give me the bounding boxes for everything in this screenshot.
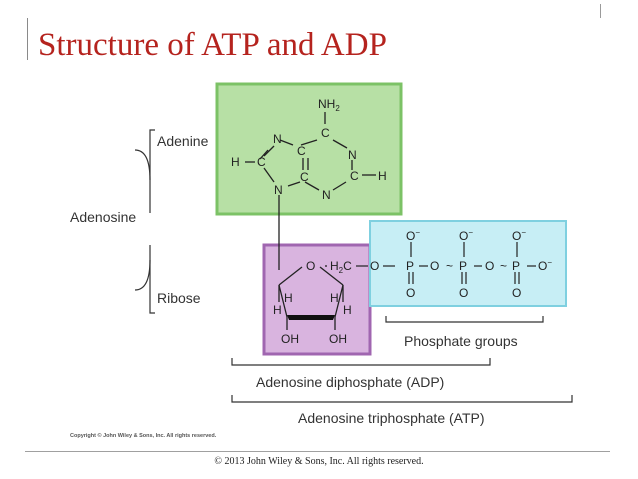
ribose-ring xyxy=(278,265,344,330)
slide-footer: © 2013 John Wiley & Sons, Inc. All right… xyxy=(214,456,424,467)
adenosine-label: Adenosine xyxy=(70,209,136,225)
atom-P-gamma: P xyxy=(512,259,520,273)
atom-H-4prime: H xyxy=(330,291,339,305)
phosphate-region xyxy=(369,220,567,307)
atom-O-beta-top: O− xyxy=(459,228,473,243)
footer-rule xyxy=(25,451,610,452)
ribose-region xyxy=(262,243,372,356)
slide-title: Structure of ATP and ADP xyxy=(38,27,387,63)
ribose-bold-edge xyxy=(287,315,335,320)
atp-label: Adenosine triphosphate (ATP) xyxy=(298,410,485,426)
atom-OH-2prime: OH xyxy=(281,332,299,346)
adp-bracket xyxy=(231,358,491,366)
corner-tick xyxy=(600,4,601,18)
atom-N7: N xyxy=(273,132,282,146)
atom-H-1prime: H xyxy=(284,291,293,305)
atom-O-bg: O xyxy=(485,259,494,273)
atom-N9: N xyxy=(274,183,283,197)
atom-amine-N: NH2 xyxy=(318,97,340,113)
atom-H-1prime-b: H xyxy=(273,303,282,317)
atom-C2: C xyxy=(350,169,359,183)
atom-O-alpha-top: O− xyxy=(406,228,420,243)
atom-C5: C xyxy=(297,144,306,158)
phosphate-groups-label: Phosphate groups xyxy=(404,333,518,349)
atom-N1: N xyxy=(348,148,357,162)
atom-O-terminal: O− xyxy=(538,258,552,273)
ribose-bracket xyxy=(149,245,155,314)
atp-adp-structure-diagram: Adenine Adenosine Ribose NH2 C N C N H xyxy=(70,82,573,426)
atom-O-alpha-bottom: O xyxy=(406,286,415,300)
atom-O-beta-bottom: O xyxy=(459,286,468,300)
figure-copyright: Copyright © John Wiley & Sons, Inc. All … xyxy=(70,433,217,439)
atom-C4: C xyxy=(300,170,309,184)
atom-O-ab: O xyxy=(430,259,439,273)
adenine-region xyxy=(215,82,403,216)
atp-bracket xyxy=(231,395,573,403)
phosphate-groups-bracket xyxy=(385,316,544,323)
atom-H2: H xyxy=(378,169,387,183)
adp-label: Adenosine diphosphate (ADP) xyxy=(256,374,444,390)
adenine-bracket xyxy=(149,129,155,213)
atom-O-gamma-top: O− xyxy=(512,228,526,243)
title-left-rule xyxy=(27,18,28,60)
phosphate-bonds xyxy=(356,242,536,284)
tilde-1: ~ xyxy=(446,259,453,273)
atom-bridge-O: O xyxy=(370,259,379,273)
atom-H2C-H: H2C xyxy=(330,259,352,275)
ribose-label: Ribose xyxy=(157,290,201,306)
adenosine-bracket xyxy=(134,149,151,291)
atom-O-gamma-bottom: O xyxy=(512,286,521,300)
atom-C8: C xyxy=(257,155,266,169)
atom-P-beta: P xyxy=(459,259,467,273)
adenine-bonds xyxy=(245,112,376,270)
atom-H8: H xyxy=(231,155,240,169)
atom-OH-3prime: OH xyxy=(329,332,347,346)
atom-N3: N xyxy=(322,188,331,202)
atom-P-alpha: P xyxy=(406,259,414,273)
atom-C6: C xyxy=(321,126,330,140)
atom-H-4prime-b: H xyxy=(343,303,352,317)
tilde-2: ~ xyxy=(500,259,507,273)
adenine-label: Adenine xyxy=(157,133,209,149)
atom-ring-O: O xyxy=(306,259,315,273)
